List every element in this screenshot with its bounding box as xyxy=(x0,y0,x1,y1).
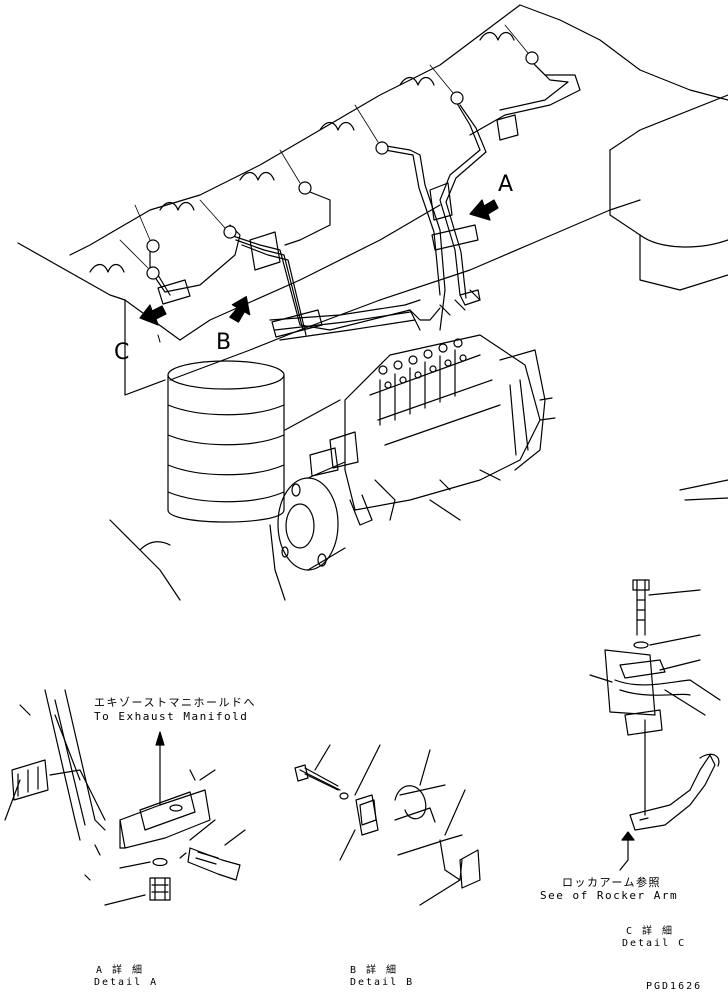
exhaust-note-en: To Exhaust Manifold xyxy=(94,710,249,723)
detail-a-drawing xyxy=(5,690,245,905)
detail-c-drawing xyxy=(590,580,720,870)
callout-arrows xyxy=(140,200,498,325)
nozzle-holders xyxy=(147,52,538,279)
drawing-number: PGD1626 xyxy=(646,981,703,992)
exhaust-note-jp: エキゾーストマニホールドへ xyxy=(94,696,256,709)
detail-b-drawing xyxy=(295,745,480,905)
detail-c-caption-en: Detail C xyxy=(622,938,687,949)
detail-a-caption-en: Detail A xyxy=(94,977,159,988)
detail-b-caption-jp: B 詳 細 xyxy=(350,965,399,976)
callout-c-label: C xyxy=(114,340,130,365)
rocker-note-jp: ロッカアーム参照 xyxy=(562,876,662,889)
cylinder-head-outline xyxy=(18,5,728,500)
detail-c-caption-jp: C 詳 細 xyxy=(626,926,675,937)
leader-lines xyxy=(120,25,528,268)
lower-block xyxy=(110,500,460,600)
callout-b-label: B xyxy=(216,330,232,355)
detail-b-caption-en: Detail B xyxy=(350,977,415,988)
filter-canister xyxy=(168,361,284,522)
engine-clamps xyxy=(158,115,518,337)
callout-a-label: A xyxy=(498,172,514,197)
injection-pump xyxy=(310,335,555,525)
injection-pipes xyxy=(150,60,580,340)
detail-a-caption-jp: A 詳 細 xyxy=(96,965,145,976)
pump-flange xyxy=(278,462,345,570)
rocker-note-en: See of Rocker Arm xyxy=(540,889,679,902)
